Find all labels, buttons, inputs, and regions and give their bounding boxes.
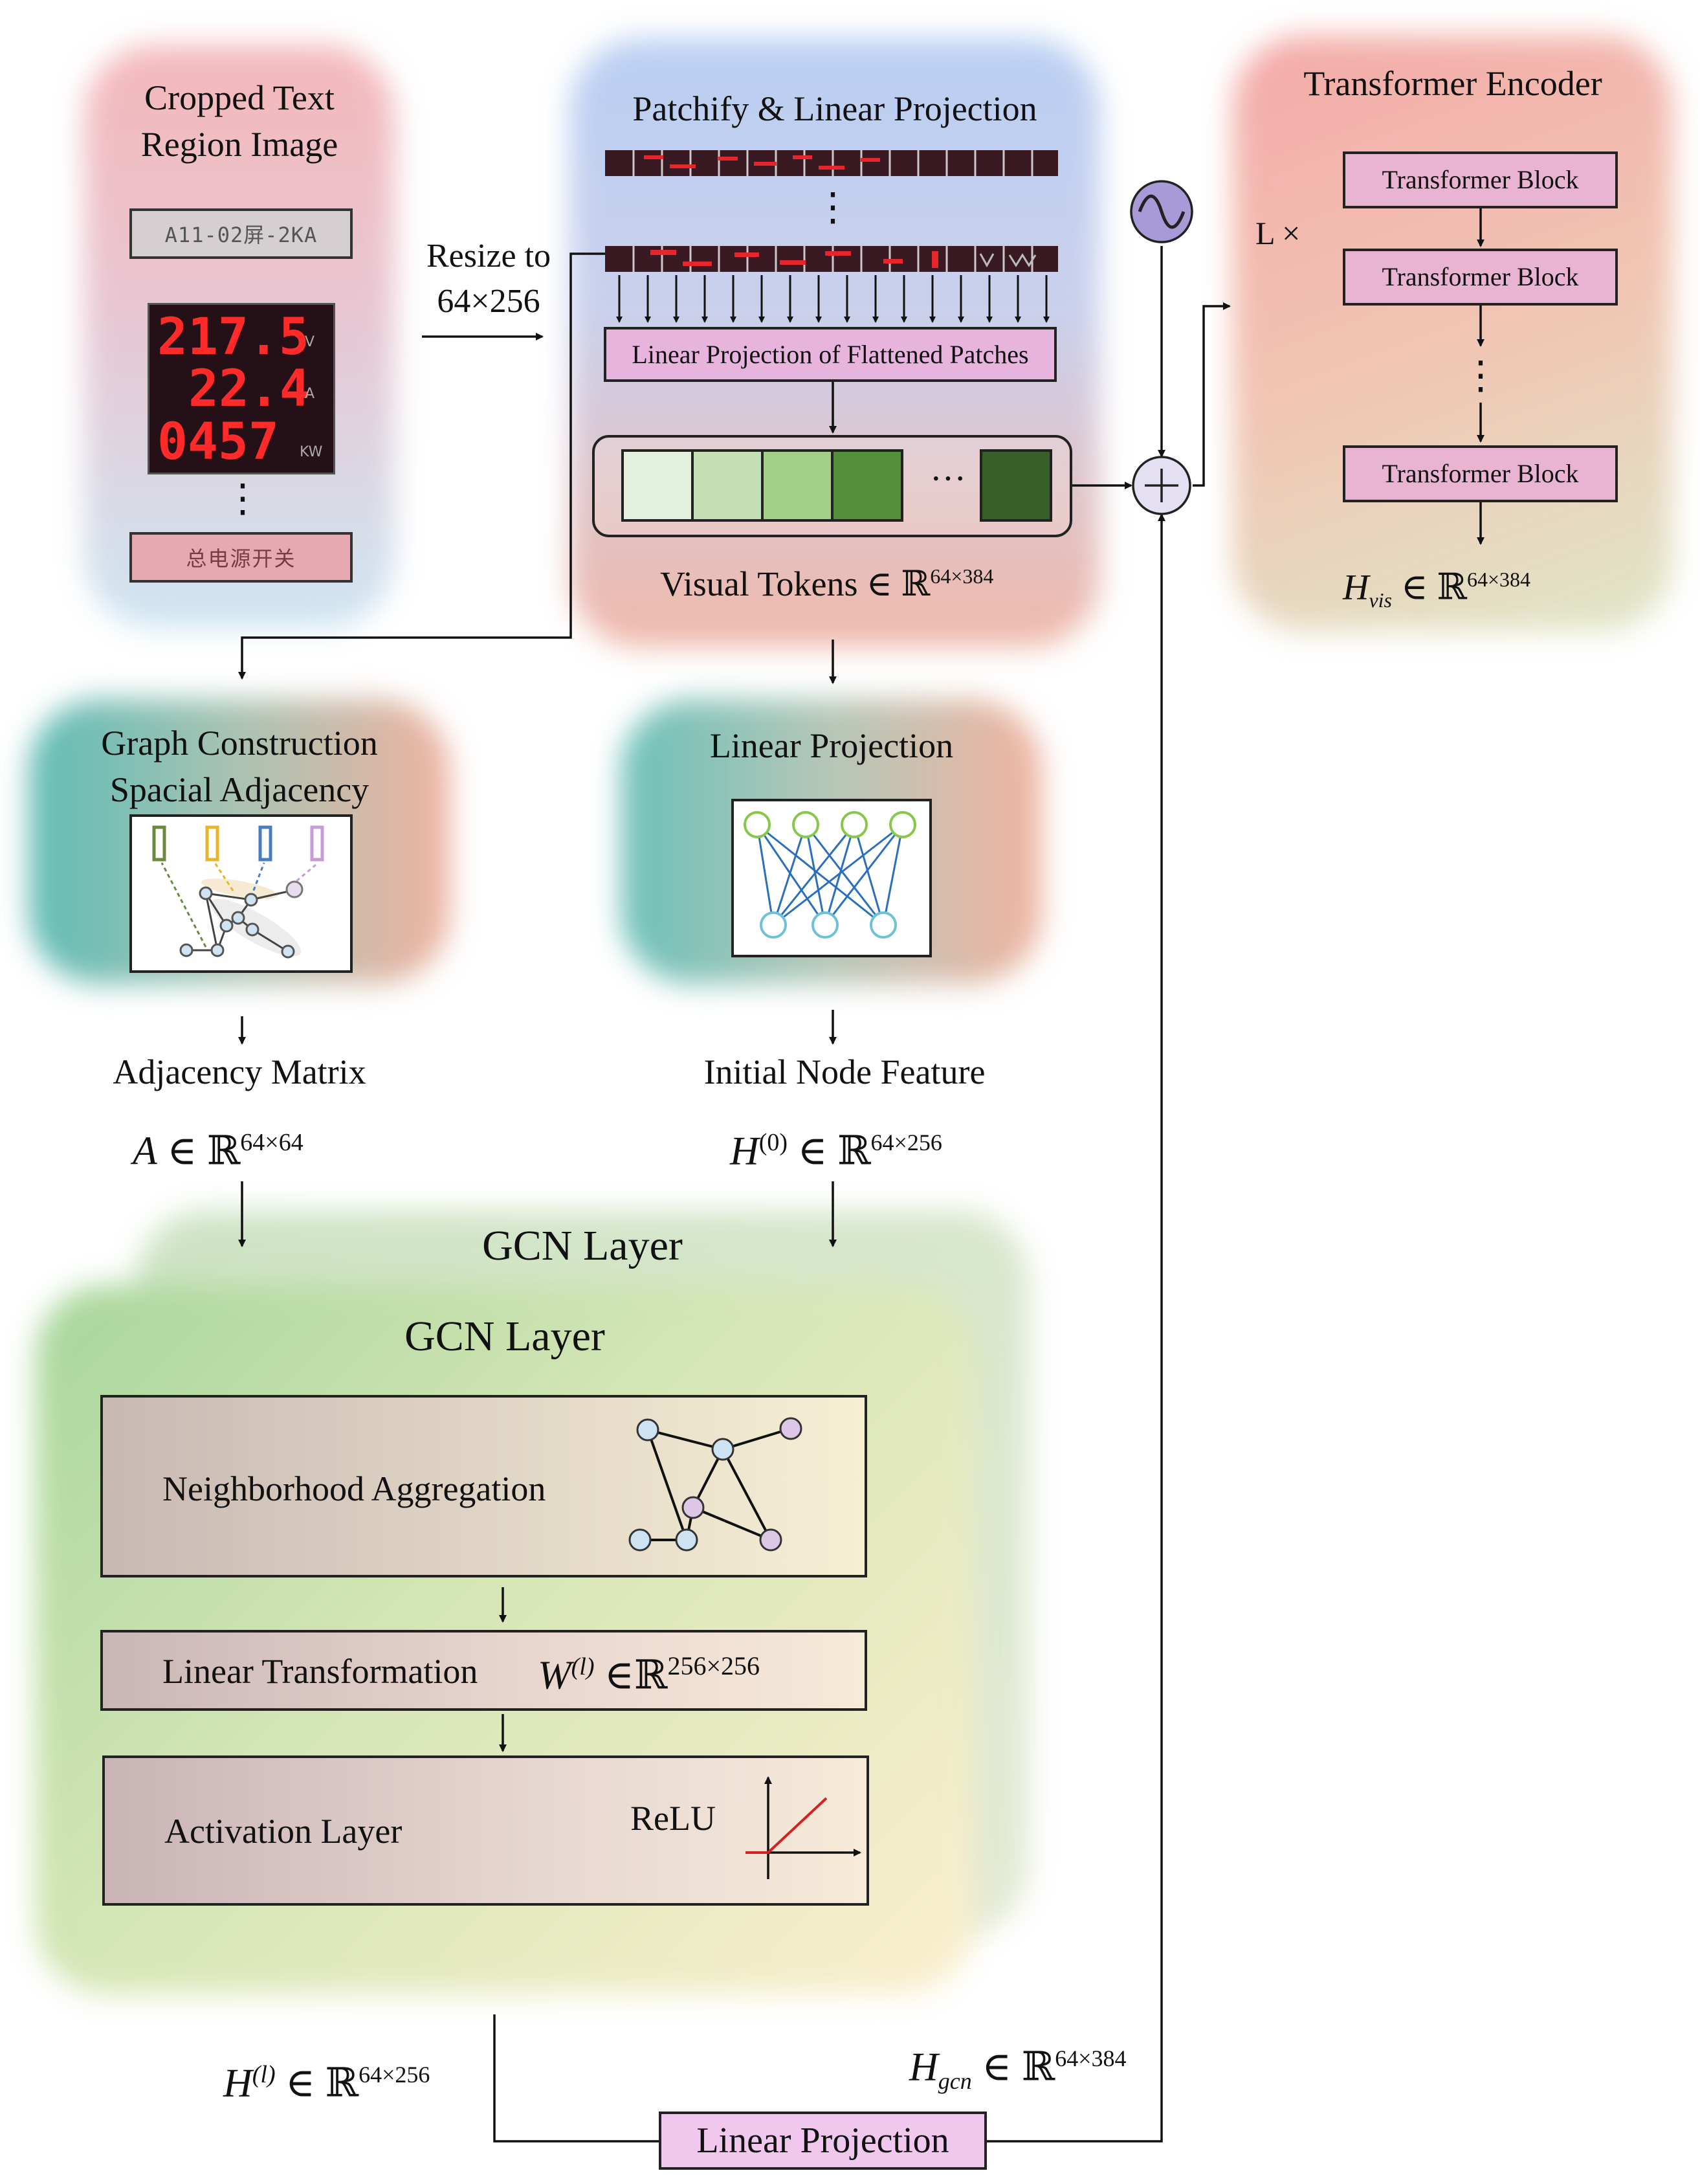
- positional-encoding-icon: [1130, 180, 1193, 243]
- h-gcn-formula: Hgcn ∈ ℝ64×384: [909, 2033, 1127, 2107]
- flattened-projection-box: Linear Projection of Flattened Patches: [604, 327, 1057, 382]
- final-projection-box: Linear Projection: [659, 2112, 987, 2170]
- h-gcn-subscript: gcn: [938, 2068, 972, 2095]
- h-l-symbol-sup: (l): [252, 2061, 276, 2088]
- h-vis-dim: 64×384: [1467, 568, 1531, 591]
- patch-title: Patchify & Linear Projection: [632, 89, 1037, 128]
- visual-tokens-dim: 64×384: [930, 564, 994, 588]
- display-unit-3: KW: [300, 444, 323, 460]
- final-projection-label: Linear Projection: [696, 2121, 949, 2161]
- display-value-2: 22.4: [188, 360, 310, 418]
- weight-symbol: W: [538, 1653, 571, 1698]
- h-l-rest: ∈ ℝ: [285, 2061, 359, 2106]
- initial-symbol: H: [730, 1129, 759, 1174]
- adjacency-symbol: A: [133, 1129, 157, 1174]
- token-4: [831, 449, 903, 522]
- h-vis-symbol: H: [1343, 567, 1369, 608]
- display-unit-2: A: [305, 386, 315, 402]
- gcn-front-title: GCN Layer: [404, 1313, 605, 1360]
- sample-image-top: A11-02屏-2KA: [129, 208, 353, 259]
- adjacency-dim: 64×64: [240, 1129, 304, 1156]
- h-gcn-symbol: H: [909, 2045, 938, 2089]
- aggregation-box: Neighborhood Aggregation: [100, 1395, 867, 1577]
- transformation-box: Linear Transformation W(l) ∈ℝ256×256: [100, 1630, 867, 1711]
- resize-line2: 64×256: [437, 283, 540, 320]
- encoder-panel-bg: [1233, 36, 1673, 631]
- add-operator-icon: [1132, 456, 1191, 515]
- adjacency-formula: A ∈ ℝ64×64: [133, 1117, 304, 1177]
- h-vis-subscript: vis: [1369, 588, 1392, 612]
- initial-dim: 64×256: [870, 1130, 942, 1155]
- sample-top-text: A11-02屏-2KA: [164, 223, 318, 247]
- h-gcn-dim: 64×384: [1055, 2045, 1127, 2071]
- display-unit-1: V: [305, 334, 315, 350]
- initial-rest: ∈ ℝ: [797, 1129, 871, 1174]
- crop-title-line2: Region Image: [140, 125, 338, 164]
- transformer-block-1: Transformer Block: [1343, 151, 1618, 208]
- activation-box: Activation Layer ReLU: [102, 1755, 869, 1906]
- patch-down-arrows: [616, 275, 1050, 323]
- encoder-vdots: ⋮: [1461, 354, 1500, 397]
- weight-dim: 256×256: [667, 1651, 760, 1680]
- display-value-1: 217.5: [157, 308, 309, 366]
- crop-ellipsis: ⋮: [223, 477, 262, 520]
- h-gcn-rest: ∈ ℝ: [982, 2045, 1055, 2089]
- spatial-graph-figure: [129, 814, 353, 973]
- transformation-label: Linear Transformation: [162, 1652, 478, 1691]
- graph-branch-arrow: [238, 252, 608, 680]
- gcn-back-title: GCN Layer: [482, 1222, 683, 1269]
- aggregation-label: Neighborhood Aggregation: [162, 1469, 546, 1508]
- h-l-symbol: H: [223, 2061, 252, 2106]
- flattened-projection-label: Linear Projection of Flattened Patches: [632, 340, 1029, 369]
- encoder-repeat: L ×: [1255, 215, 1301, 251]
- activation-label: Activation Layer: [164, 1812, 403, 1851]
- patch-vdots: ⋮: [813, 186, 852, 228]
- token-2: [691, 449, 764, 522]
- sample-bottom-text: 总电源开关: [186, 546, 296, 571]
- display-value-3: 0457: [157, 413, 279, 471]
- sample-image-display: 217.5 V 22.4 A 0457 KW: [148, 303, 335, 474]
- graph-title-line2: Spacial Adjacency: [109, 770, 370, 809]
- encoder-output-label: Hvis ∈ ℝ64×384: [1343, 557, 1530, 623]
- visual-tokens-text: Visual Tokens ∈ ℝ: [660, 564, 931, 603]
- token-last: [980, 449, 1052, 522]
- h-l-dim: 64×256: [359, 2062, 430, 2088]
- h-vis-rest: ∈ ℝ: [1401, 567, 1467, 608]
- weight-formula: W(l) ∈ℝ256×256: [538, 1640, 760, 1702]
- adjacency-rest: ∈ ℝ: [167, 1129, 241, 1174]
- token-3: [761, 449, 833, 522]
- weight-symbol-sup: (l): [571, 1653, 595, 1680]
- graph-title-line1: Graph Construction: [101, 724, 378, 763]
- bipartite-network-figure: [731, 799, 932, 957]
- relu-label: ReLU: [630, 1799, 716, 1838]
- relu-plot-icon: [745, 1776, 861, 1879]
- adjacency-label: Adjacency Matrix: [113, 1053, 366, 1091]
- patch-strip-bottom: [605, 246, 1058, 272]
- initial-label: Initial Node Feature: [703, 1053, 986, 1091]
- encoder-title: Transformer Encoder: [1303, 64, 1602, 103]
- initial-symbol-sup: (0): [758, 1129, 788, 1156]
- crop-title-line1: Cropped Text: [144, 78, 335, 117]
- sample-image-bottom: 总电源开关: [129, 532, 353, 583]
- token-1: [621, 449, 694, 522]
- weight-rest: ∈ℝ: [604, 1653, 668, 1698]
- visual-tokens-label: Visual Tokens ∈ ℝ64×384: [660, 553, 993, 607]
- token-ellipsis: ···: [930, 459, 966, 499]
- linproj-title: Linear Projection: [709, 726, 954, 765]
- patch-strip-top: [605, 150, 1058, 176]
- transformer-block-2: Transformer Block: [1343, 249, 1618, 306]
- h-l-formula: H(l) ∈ ℝ64×256: [223, 2049, 430, 2110]
- transformer-block-3: Transformer Block: [1343, 445, 1618, 502]
- initial-formula: H(0) ∈ ℝ64×256: [730, 1117, 942, 1177]
- aggregation-graph-icon: [628, 1417, 802, 1552]
- resize-line1: Resize to: [426, 238, 551, 274]
